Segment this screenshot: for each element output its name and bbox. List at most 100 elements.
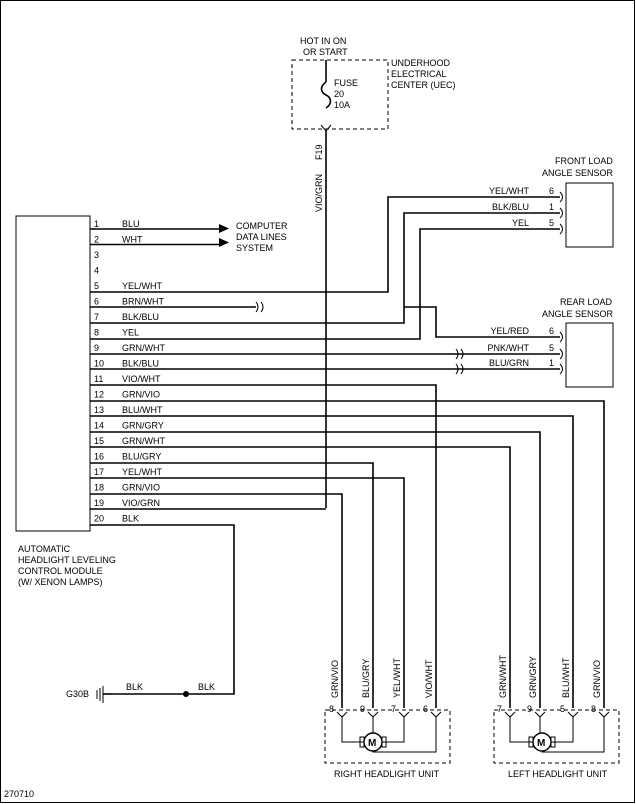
left-headlight-title: LEFT HEADLIGHT UNIT xyxy=(508,769,608,779)
connector-pin-icon xyxy=(559,191,563,203)
module-name-line3: CONTROL MODULE xyxy=(18,566,103,576)
uec-box xyxy=(291,59,389,130)
module-pin-number: 13 xyxy=(94,405,104,415)
arrow-icon xyxy=(219,238,229,247)
module-name-line1: AUTOMATIC xyxy=(18,544,71,554)
headlight-pin-number: 8 xyxy=(591,704,596,714)
headlight-wire-color: BLU/WHT xyxy=(561,657,571,698)
module-pin-number: 17 xyxy=(94,467,104,477)
connector-pin-icon xyxy=(559,223,563,235)
connector-pin-icon xyxy=(559,331,563,343)
sensor-pin-number: 5 xyxy=(549,218,554,228)
rear-sensor-title-line1: REAR LOAD xyxy=(560,297,613,307)
wire-pin7-front1 xyxy=(90,212,560,324)
module-pin-number: 18 xyxy=(94,483,104,493)
front-sensor-title-line2: ANGLE SENSOR xyxy=(542,168,614,178)
sensor-pin-wire-color: BLK/BLU xyxy=(492,202,529,212)
left-headlight-box xyxy=(493,709,620,764)
ground-wire-right-color: BLK xyxy=(198,682,215,692)
headlight-wire-color: YEL/WHT xyxy=(392,657,402,698)
module-pin-wire-color: WHT xyxy=(122,235,143,245)
module-pin-wire-color: BLU xyxy=(122,219,140,229)
wire-pin16-right9 xyxy=(90,462,374,708)
wire-pin5-front6 xyxy=(90,196,560,293)
rear-sensor-title-line2: ANGLE SENSOR xyxy=(542,309,614,319)
rear-sensor-box xyxy=(565,322,614,388)
module-pin-number: 16 xyxy=(94,452,104,462)
uec-label-line3: CENTER (UEC) xyxy=(391,80,456,90)
fuse-id-label: F19 xyxy=(314,144,324,160)
sensor-pin-wire-color: YEL xyxy=(512,218,529,228)
headlight-pin-number: 9 xyxy=(360,704,365,714)
module-pin-wire-color: VIO/WHT xyxy=(122,374,161,384)
sensor-pin-wire-color: PNK/WHT xyxy=(488,343,530,353)
sensor-pin-number: 5 xyxy=(549,343,554,353)
connector-pin-icon xyxy=(559,207,563,219)
headlight-wire-color: GRN/GRY xyxy=(528,656,538,698)
ground-icon xyxy=(96,686,104,703)
module-pin-wire-color: GRN/VIO xyxy=(122,390,160,400)
module-pin-number: 3 xyxy=(94,250,99,260)
module-pin-wire-color: BLK/BLU xyxy=(122,312,159,322)
connector-pin-icon xyxy=(398,711,410,718)
data-lines-label-line3: SYSTEM xyxy=(236,243,273,253)
module-pin-wire-color: BLU/WHT xyxy=(122,405,163,415)
module-pin-number: 15 xyxy=(94,436,104,446)
module-pin-wire-color: YEL xyxy=(122,328,139,338)
figure-id: 270710 xyxy=(4,789,34,799)
uec-label-line1: UNDERHOOD xyxy=(391,58,451,68)
fuse-symbol xyxy=(320,81,332,109)
wire-pin8-front5 xyxy=(90,228,560,340)
module-name-line2: HEADLIGHT LEVELING xyxy=(18,555,116,565)
module-pin-number: 2 xyxy=(94,235,99,245)
headlight-pin-number: 8 xyxy=(329,704,334,714)
module-pin-number: 20 xyxy=(94,514,104,524)
right-headlight-box xyxy=(324,709,451,764)
module-pin-wire-color: BLU/GRY xyxy=(122,452,161,462)
feed-wire-color: VIO/GRN xyxy=(314,174,324,212)
connector-pin-icon xyxy=(367,711,379,718)
headlight-wire-color: GRN/WHT xyxy=(498,655,508,698)
sensor-pin-number: 6 xyxy=(549,326,554,336)
module-pin-wire-color: YEL/WHT xyxy=(122,467,163,477)
data-lines-label-line2: DATA LINES xyxy=(236,232,287,242)
connector-pin-icon xyxy=(504,711,516,718)
module-pin-wire-color: GRN/WHT xyxy=(122,436,165,446)
module-pin-wire-color: VIO/GRN xyxy=(122,498,160,508)
headlight-wire-color: VIO/WHT xyxy=(424,659,434,698)
headlight-wire-color: GRN/VIO xyxy=(592,660,602,698)
wire-pin14-left9 xyxy=(90,431,541,708)
wire-pin20-ground xyxy=(90,524,235,695)
module-pin-number: 12 xyxy=(94,390,104,400)
module-pin-number: 9 xyxy=(94,343,99,353)
module-pin-number: 11 xyxy=(94,374,103,384)
fuse-number: 20 xyxy=(334,89,344,99)
wire-pin12-left8 xyxy=(90,400,605,708)
ground-id: G30B xyxy=(66,689,89,699)
connector-break-marks xyxy=(255,301,464,375)
headlight-wire-color: BLU/GRY xyxy=(361,659,371,698)
module-pin-wire-color: GRN/GRY xyxy=(122,421,164,431)
module-pin-number: 7 xyxy=(94,312,99,322)
module-pin-number: 6 xyxy=(94,297,99,307)
headlight-pin-number: 6 xyxy=(423,704,428,714)
connector-pin-icon xyxy=(430,711,442,718)
left-motor-wiring xyxy=(509,717,605,753)
headlight-pin-number: 7 xyxy=(391,704,396,714)
module-pin-number: 5 xyxy=(94,281,99,291)
right-motor-label: M xyxy=(368,738,376,749)
fuse-connector-icon xyxy=(320,124,332,132)
sensor-pin-wire-color: BLU/GRN xyxy=(489,358,529,368)
connector-pin-icon xyxy=(559,348,563,360)
connector-pin-icon xyxy=(534,711,546,718)
fuse-rating: 10A xyxy=(334,100,350,110)
module-pin-wire-color: BRN/WHT xyxy=(122,297,164,307)
module-pin-wire-color: GRN/WHT xyxy=(122,343,165,353)
front-sensor-box xyxy=(565,182,614,248)
